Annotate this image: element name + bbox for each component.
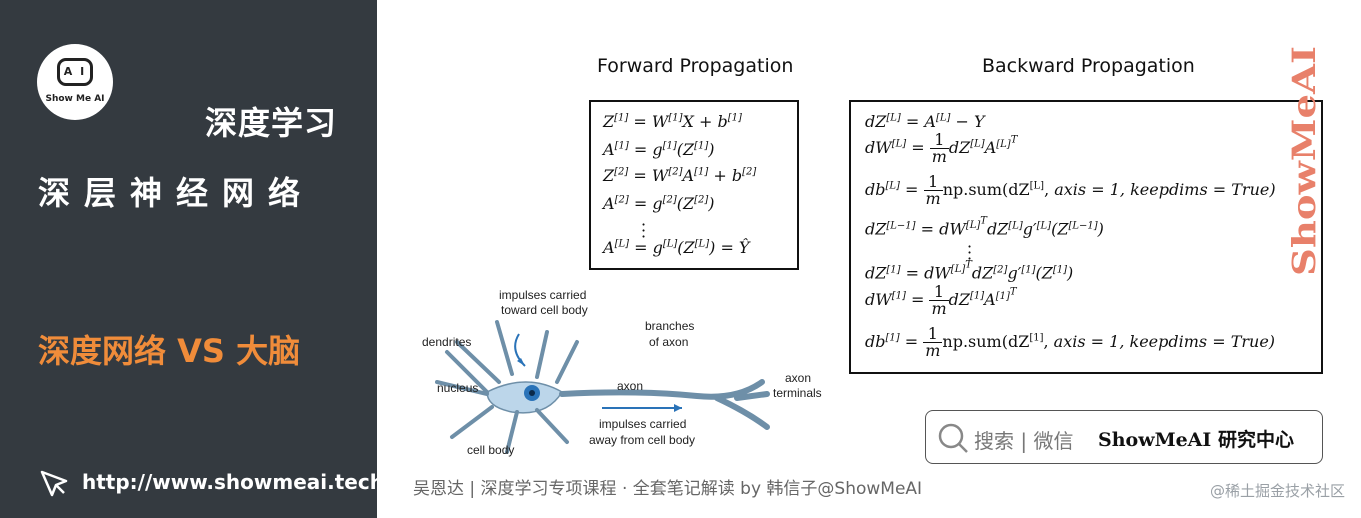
forward-equations-box: Z[1] = W[1]X + b[1] A[1] = g[1](Z[1]) Z[… — [589, 100, 799, 270]
course-credit: 吴恩达 | 深度学习专项课程 · 全套笔记解读 by 韩信子@ShowMeAI — [413, 479, 923, 499]
equation: A[2] = g[2](Z[2]) — [603, 194, 715, 213]
dendrites-label: dendrites — [422, 335, 471, 349]
branches-label: branches — [645, 319, 694, 333]
cell-body-label: cell body — [467, 443, 514, 457]
impulses-toward-label: impulses carried — [499, 288, 586, 302]
nucleus-label: nucleus — [437, 381, 478, 395]
left-panel: A I Show Me AI 深度学习 深层神经网络 深度网络 VS 大脑 ht… — [0, 0, 391, 518]
search-brand: ShowMeAI 研究中心 — [1098, 429, 1294, 451]
impulses-away-label: away from cell body — [589, 433, 695, 447]
neuron-diagram: impulses carried toward cell body dendri… — [422, 288, 822, 457]
search-icon — [938, 423, 968, 453]
equation: Z[1] = W[1]X + b[1] — [603, 112, 742, 131]
impulses-away-label: impulses carried — [599, 417, 686, 431]
impulses-toward-label: toward cell body — [501, 303, 588, 317]
axon-terminals-label: terminals — [773, 386, 822, 400]
wechat-search-box[interactable]: 搜索 | 微信 ShowMeAI 研究中心 — [925, 410, 1323, 464]
main-content: Forward Propagation Backward Propagation… — [377, 0, 1361, 518]
showmeai-vertical-brand: ShowMeAI — [1289, 46, 1323, 276]
robot-face-icon: A I — [57, 58, 93, 86]
vertical-ellipsis: ··· — [967, 237, 973, 268]
search-placeholder: 搜索 | 微信 — [974, 429, 1074, 453]
axon-label: axon — [617, 379, 643, 393]
brand-vertical-text: ShowMeAI — [1289, 46, 1323, 276]
section-title: 深度网络 VS 大脑 — [38, 332, 301, 370]
equation: Z[2] = W[2]A[1] + b[2] — [603, 166, 757, 185]
course-title: 深度学习 — [204, 104, 337, 142]
equation: dZ[L] = A[L] − Y — [865, 112, 985, 131]
forward-heading: Forward Propagation — [597, 55, 794, 77]
branches-label: of axon — [649, 335, 688, 349]
juejin-watermark: @稀土掘金技术社区 — [1209, 482, 1345, 500]
cursor-icon — [40, 470, 68, 497]
equation: A[L] = g[L](Z[L]) = Ŷ — [603, 238, 750, 257]
chapter-title: 深层神经网络 — [38, 174, 315, 212]
backward-heading: Backward Propagation — [982, 55, 1195, 77]
equation: A[1] = g[1](Z[1]) — [603, 140, 715, 159]
equation: dZ[L−1] = dW[L]TdZ[L]g′[L](Z[L−1]) — [865, 216, 1104, 239]
axon-terminals-label: axon — [785, 371, 811, 385]
website-link[interactable]: http://www.showmeai.tech/ — [82, 470, 392, 494]
vertical-ellipsis: ··· — [641, 215, 647, 246]
showmeai-logo: A I Show Me AI — [37, 44, 113, 120]
equation: dZ[1] = dW[L]TdZ[2]g′[1](Z[1]) — [865, 260, 1074, 283]
